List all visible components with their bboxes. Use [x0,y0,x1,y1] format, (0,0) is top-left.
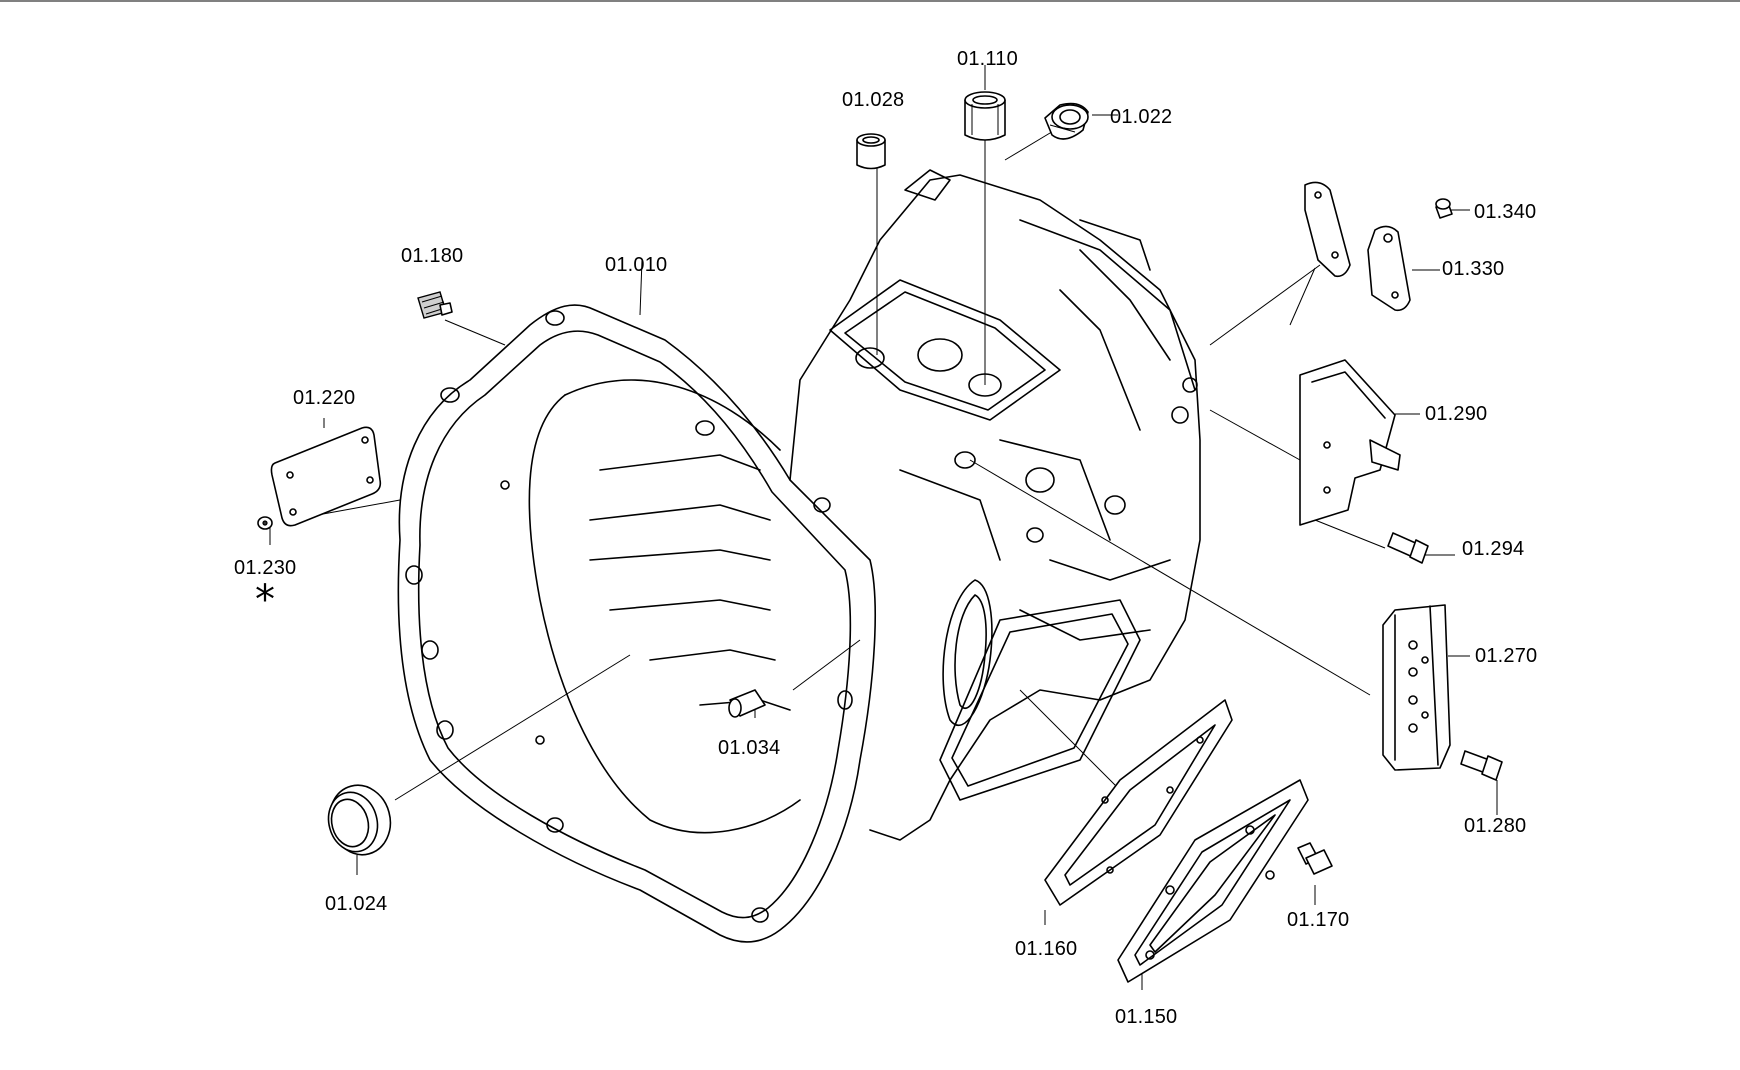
label-01-022: 01.022 [1110,106,1173,128]
needle-bearing-part-110 [964,91,1006,141]
cover-plate-part [270,426,382,527]
bracket-part-330 [1304,181,1411,312]
label-01-230: 01.230 [234,557,297,579]
sleeve-part-028 [856,133,886,170]
bearing-part-022 [1044,102,1089,140]
bell-ribs [589,454,791,711]
breather-part [417,291,453,319]
label-01-180: 01.180 [401,245,464,267]
flange-bolt-holes [405,310,853,923]
label-01-330: 01.330 [1442,258,1505,280]
bolt-part-280 [1460,750,1503,781]
screw-part-230 [257,516,273,530]
screw-part-170 [1297,842,1333,875]
bolt-part-340 [1435,198,1453,219]
label-01-170: 01.170 [1287,909,1350,931]
bracket-part-270 [1382,604,1451,771]
bolt-part-294 [1387,532,1429,564]
label-01-010: 01.010 [605,254,668,276]
dowel-part-034 [728,689,766,718]
asterisk-marker: * [255,577,275,623]
label-01-024: 01.024 [325,893,388,915]
label-01-270: 01.270 [1475,645,1538,667]
label-01-150: 01.150 [1115,1006,1178,1028]
leader-lines [269,65,1498,990]
label-01-110: 01.110 [957,48,1018,70]
label-01-340: 01.340 [1474,201,1537,223]
label-01-220: 01.220 [293,387,356,409]
label-01-028: 01.028 [842,89,905,111]
label-01-034: 01.034 [718,737,781,759]
label-01-290: 01.290 [1425,403,1488,425]
gasket-part-160 [1044,699,1233,906]
bracket-part-290 [1299,359,1401,526]
label-01-160: 01.160 [1015,938,1078,960]
transmission-housing [397,169,1201,943]
seal-part-024 [327,784,392,856]
label-01-280: 01.280 [1464,815,1527,837]
pto-cover-part-150 [1117,779,1309,983]
label-01-294: 01.294 [1462,538,1525,560]
